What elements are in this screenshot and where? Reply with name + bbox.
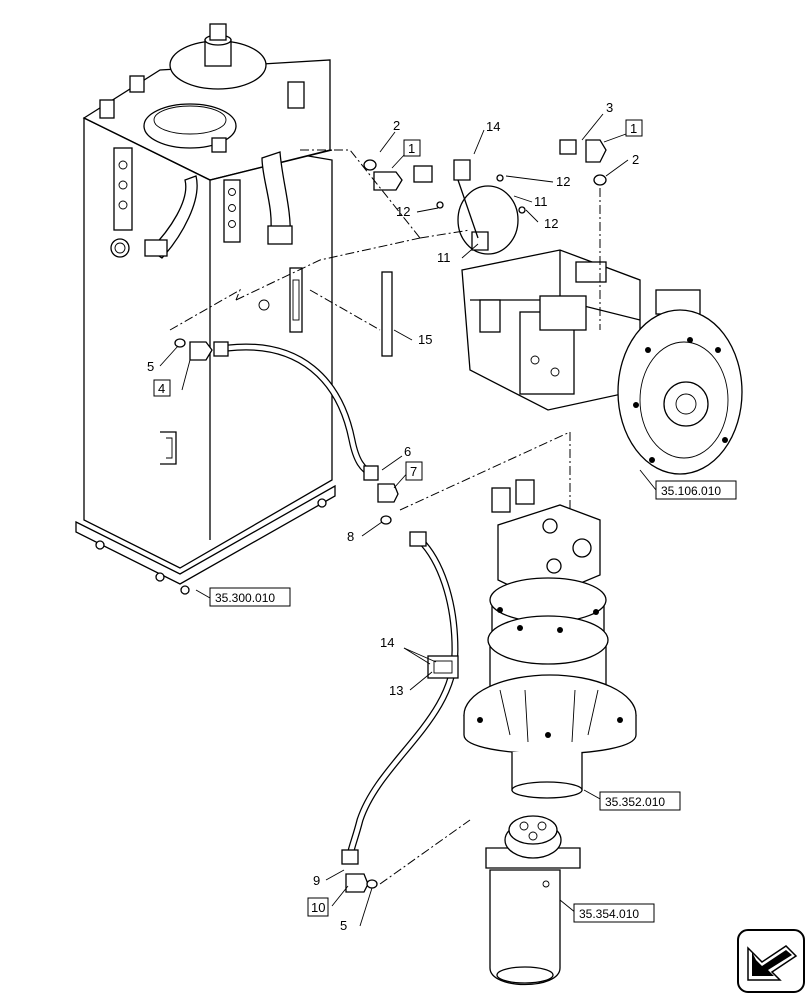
callout-2-right: 2: [632, 152, 639, 167]
motor-to-swivel-hose: [341, 531, 459, 893]
callout-5-upper: 5: [147, 359, 154, 374]
callout-12-a: 12: [556, 174, 570, 189]
callout-9: 9: [313, 873, 320, 888]
callout-5-lower: 5: [340, 918, 347, 933]
callout-13: 13: [389, 683, 403, 698]
ref-box-pump: [655, 480, 737, 500]
arrow-icon[interactable]: [737, 929, 805, 993]
callout-14-upper: 14: [486, 119, 500, 134]
callout-4-boxed: 4: [158, 381, 165, 396]
callout-box-1-left: [403, 139, 421, 157]
ref-box-tank: [209, 587, 291, 607]
callout-6: 6: [404, 444, 411, 459]
callout-11-b: 11: [437, 250, 451, 265]
assembly-leaders: [169, 149, 601, 885]
callout-15: 15: [418, 332, 432, 347]
callout-14-lower: 14: [380, 635, 394, 650]
callout-leaders: [159, 113, 657, 927]
ref-box-swing-motor: [599, 791, 681, 811]
callout-box-10: [307, 897, 329, 917]
callout-1-boxed-left: 1: [408, 141, 415, 156]
ref-swing-motor: 35.352.010: [605, 795, 665, 809]
standpipe: [381, 271, 393, 357]
swivel-joint: [485, 815, 581, 986]
callout-12-c: 12: [544, 216, 558, 231]
callout-8: 8: [347, 529, 354, 544]
callout-12-b: 12: [396, 204, 410, 219]
ref-tank: 35.300.010: [215, 591, 275, 605]
callout-box-4: [153, 379, 171, 397]
tank-to-motor-hose: [174, 338, 399, 525]
ref-box-swivel: [573, 903, 655, 923]
callout-1-boxed-right: 1: [630, 121, 637, 136]
callout-7-boxed: 7: [410, 464, 417, 479]
callout-labels: 2 1 14 3 1 2 12 11 12 12 11 15 5 4 6 7 8…: [147, 100, 643, 933]
callout-3: 3: [606, 100, 613, 115]
swing-motor: [463, 479, 637, 799]
callout-box-7: [405, 461, 423, 481]
ref-pump: 35.106.010: [661, 484, 721, 498]
hydraulic-pump: [461, 249, 743, 475]
hydraulic-tank: [75, 23, 336, 595]
callout-10-boxed: 10: [311, 900, 325, 915]
callout-box-1-right: [625, 119, 643, 137]
upper-pump-hose: [363, 139, 607, 255]
reference-boxes: 35.300.010 35.106.010 35.352.010 35.354.…: [209, 480, 737, 923]
callout-2-upper: 2: [393, 118, 400, 133]
callout-11-a: 11: [534, 194, 548, 209]
ref-swivel: 35.354.010: [579, 907, 639, 921]
